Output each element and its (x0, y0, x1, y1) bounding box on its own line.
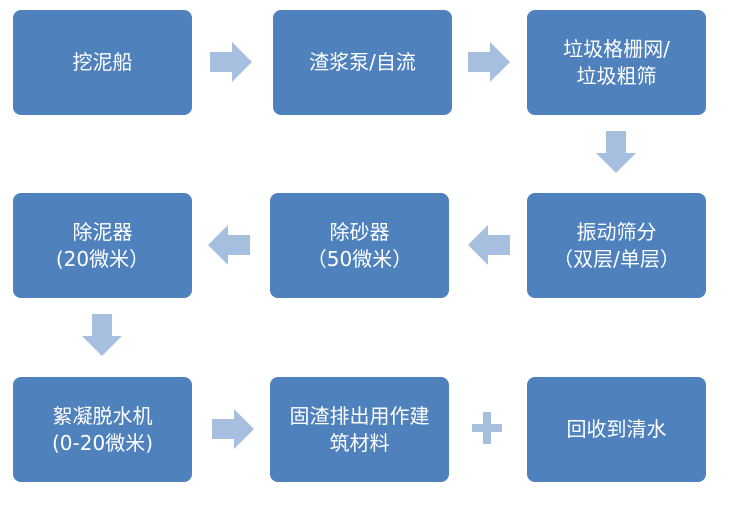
arrow-down-icon (596, 131, 636, 173)
step-desander: 除砂器 （50微米） (270, 193, 449, 298)
step-label: 渣浆泵/自流 (309, 50, 416, 74)
plus-icon (472, 412, 502, 444)
step-clean-water: 回收到清水 (527, 377, 706, 482)
step-label-line-1: 除泥器 (72, 219, 133, 244)
step-solid-residue: 固渣排出用作建 筑材料 (270, 377, 449, 482)
arrow-left-icon (208, 225, 250, 265)
step-label-line-1: 除砂器 (329, 219, 390, 244)
arrow-left-icon (468, 225, 510, 265)
step-vibrating-screen: 振动筛分 （双层/单层） (527, 193, 706, 298)
step-desilter: 除泥器 (20微米） (13, 193, 192, 298)
step-label-line-2: （50微米） (306, 246, 413, 271)
step-label-line-2: 筑材料 (329, 430, 390, 455)
arrow-right-icon (210, 42, 252, 82)
step-trash-screen: 垃圾格栅网/ 垃圾粗筛 (527, 10, 706, 115)
step-label-line-2: (20微米） (55, 246, 150, 271)
step-label: 挖泥船 (72, 50, 133, 74)
step-label-line-2: （双层/单层） (553, 246, 680, 271)
step-slurry-pump: 渣浆泵/自流 (273, 10, 452, 115)
step-label-line-2: 垃圾粗筛 (576, 63, 657, 88)
arrow-down-icon (82, 314, 122, 356)
step-label-line-1: 振动筛分 (576, 219, 657, 244)
arrow-right-icon (468, 42, 510, 82)
arrow-right-icon (212, 409, 254, 449)
step-label-line-2: (0-20微米) (52, 430, 153, 455)
step-label-line-1: 垃圾格栅网/ (563, 36, 670, 61)
step-label: 回收到清水 (566, 417, 667, 441)
step-dredger: 挖泥船 (13, 10, 192, 115)
step-label-line-1: 絮凝脱水机 (52, 403, 153, 428)
step-flocculation-dewatering: 絮凝脱水机 (0-20微米) (13, 377, 192, 482)
step-label-line-1: 固渣排出用作建 (289, 403, 430, 428)
